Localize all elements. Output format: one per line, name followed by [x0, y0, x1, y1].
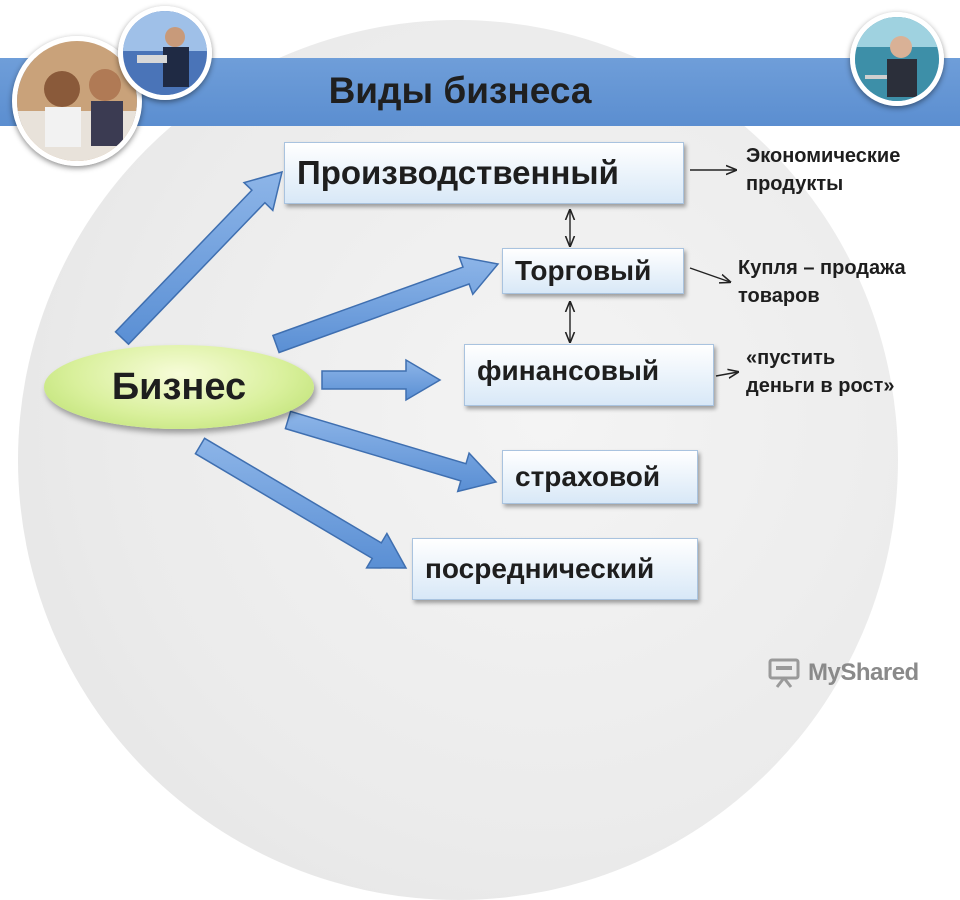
pointer-financial-note: [715, 372, 738, 376]
handshake-photo: [118, 6, 212, 100]
type-insurance-box: страховой: [502, 450, 698, 504]
presentation-board-icon: [768, 658, 800, 688]
arrow-to-insurance: [284, 410, 498, 493]
watermark-text: MyShared: [808, 659, 919, 686]
arrow-to-production: [114, 170, 284, 346]
arrow-to-financial: [321, 358, 442, 402]
note-financial: «пустить деньги в рост»: [746, 347, 895, 397]
type-intermediary-box: посреднический: [412, 538, 698, 600]
watermark-logo: MyShared: [768, 658, 919, 688]
note-production: Экономические продукты: [746, 145, 901, 195]
arrow-to-intermediary: [194, 437, 408, 569]
type-trade-box: Торговый: [502, 248, 684, 294]
business-node: Бизнес: [44, 345, 314, 429]
arrow-to-trade: [271, 255, 500, 354]
arrows-layer: [114, 0, 960, 569]
type-production-box: Производственный: [284, 142, 684, 204]
type-financial-box: финансовый: [464, 344, 714, 406]
businessman-photo: [850, 12, 944, 106]
business-people-photo: [12, 36, 142, 166]
note-trade: Купля – продажа товаров: [738, 257, 906, 307]
pointer-trade-note: [689, 267, 730, 282]
slide-title: Виды бизнеса: [328, 70, 592, 111]
